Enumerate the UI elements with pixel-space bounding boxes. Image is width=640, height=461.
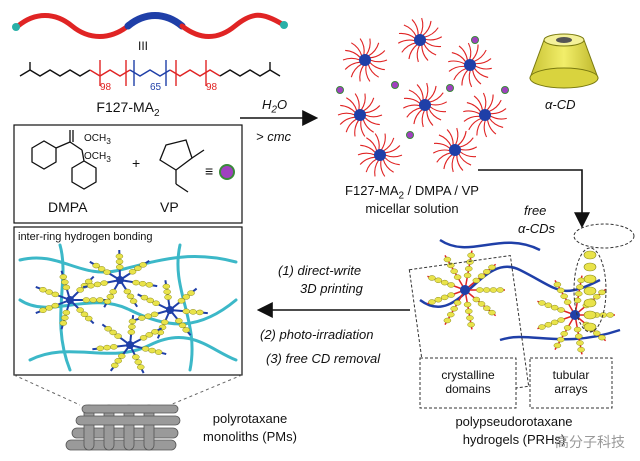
dmpa-structure (31, 130, 97, 190)
initiator-dot (406, 131, 414, 139)
projection-left (13, 374, 81, 406)
micelle-cluster (336, 17, 509, 177)
tubular-region-outline (573, 247, 607, 333)
equiv-sign: ≡ (205, 163, 214, 179)
initiator-dot (471, 36, 479, 44)
alpha-cd-label: α-CD (545, 97, 576, 112)
initiator-dot (446, 84, 454, 92)
micelle (432, 127, 478, 173)
watermark: 高分子科技 (555, 435, 625, 451)
pm-label-2: monoliths (PMs) (203, 429, 297, 444)
plus-sign: + (132, 155, 141, 171)
process-step1a: (1) direct-write (278, 263, 362, 278)
projection-right (169, 374, 243, 406)
inset-network (18, 243, 238, 374)
equiv-symbol: III (138, 39, 149, 53)
initiator-dot (501, 86, 509, 94)
vp-structure (159, 139, 205, 193)
och3-label-1: OCH3 (84, 133, 111, 146)
repeat-mid: 65 (150, 82, 162, 93)
free-cds-label-2: α-CDs (518, 221, 556, 236)
micelle (397, 17, 443, 63)
prh-label-1: polypseudorotaxane (455, 414, 573, 429)
reagent-water: H2O (262, 97, 288, 116)
components-box (13, 124, 243, 224)
process-step1b: 3D printing (300, 281, 363, 296)
free-cds-label-1: free (524, 203, 547, 218)
repeat-left: 98 (100, 82, 112, 93)
micelle (357, 133, 403, 177)
dmpa-label: DMPA (48, 199, 88, 215)
free-cd-outline (573, 223, 635, 249)
initiator-dot (391, 81, 399, 89)
micelle (337, 93, 383, 137)
process-step3: (3) free CD removal (266, 351, 381, 366)
vp-label: VP (160, 199, 179, 215)
monolith-lattice (65, 404, 181, 451)
repeat-right: 98 (206, 82, 218, 93)
micelle (402, 82, 448, 128)
inset-label: inter-ring hydrogen bonding (18, 231, 153, 243)
inset-box (13, 226, 243, 376)
polymer-chain-illustration (12, 12, 288, 39)
prh-label-2: hydrogels (PRHs) (462, 432, 566, 447)
pm-label-1: polyrotaxane (212, 411, 288, 426)
arrow-cd-addition (478, 169, 590, 229)
prh-network (419, 238, 621, 355)
initiator-dot (336, 86, 344, 94)
micelle (342, 38, 388, 82)
micelle (448, 42, 492, 88)
micelle-label-2: micellar solution (365, 201, 459, 216)
och3-label-2: OCH3 (84, 151, 111, 164)
initiator-icon (219, 164, 235, 180)
micelle-label-1: F127-MA2 / DMPA / VP (345, 183, 479, 202)
micelle (463, 92, 507, 138)
condition-cmc: > cmc (256, 129, 292, 144)
polymer-name: F127-MA2 (96, 99, 160, 119)
f127-structure (19, 60, 281, 86)
process-step2: (2) photo-irradiation (260, 327, 374, 342)
alpha-cd-icon (529, 33, 599, 89)
